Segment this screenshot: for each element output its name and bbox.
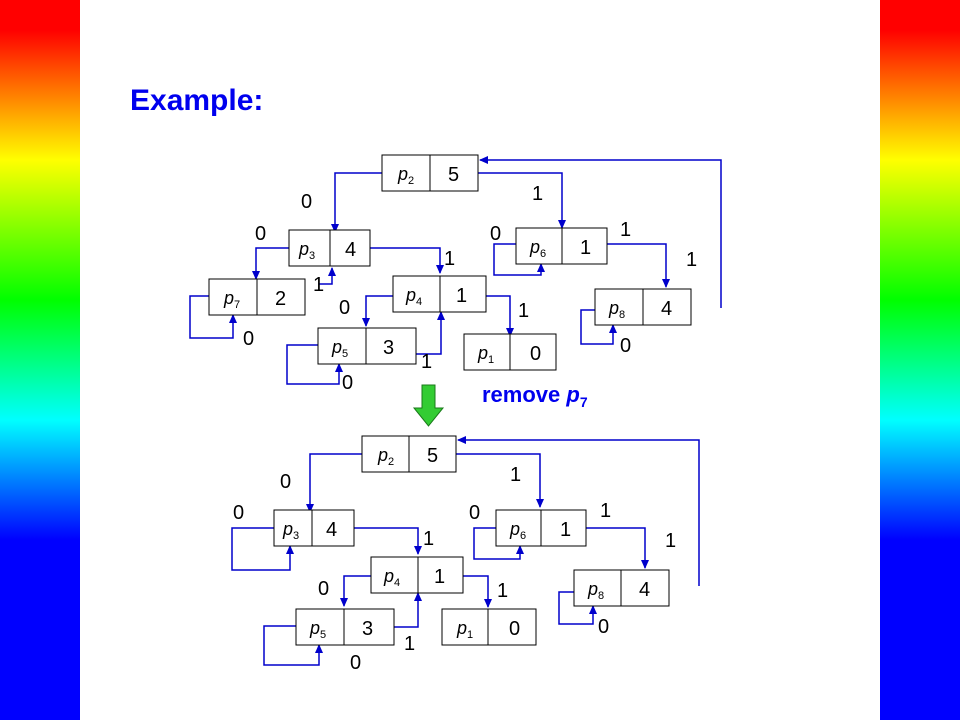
bottom-edge-label: 1 (423, 528, 434, 550)
top-node-p6-label: p6 (529, 237, 546, 260)
bottom-edge-label: 1 (510, 464, 521, 486)
top-node-p5 (317, 327, 417, 365)
top-node-p6-value: 1 (580, 237, 591, 259)
bottom-edge-label: 1 (497, 580, 508, 602)
edge-p6-self (473, 527, 524, 560)
edge-p7-p3 (319, 267, 336, 285)
edge-p3-p7 (252, 247, 289, 280)
edge-p2-p6 (456, 453, 544, 508)
edge-p3-p4 (354, 527, 422, 555)
bottom-edge-label: 0 (598, 616, 609, 638)
edge-p6-self (493, 243, 545, 276)
edge-p3-p4 (370, 247, 444, 274)
top-edge-label: 1 (518, 300, 529, 322)
top-edge-label: 0 (255, 223, 266, 245)
edge-p5-self (286, 344, 343, 385)
edge-p6-p8 (607, 243, 670, 288)
edge-p2-p3 (306, 453, 362, 513)
top-node-p4-label: p4 (405, 285, 422, 308)
edge-p5-p4 (394, 592, 422, 628)
top-node-p8-label: p8 (608, 298, 625, 321)
edge-p8-p2 (457, 436, 700, 586)
top-node-p7-value: 2 (275, 288, 286, 310)
top-node-p4-value: 1 (456, 285, 467, 307)
bottom-node-p4-label: p4 (383, 566, 400, 589)
bottom-node-p8-value: 4 (639, 579, 650, 601)
top-edge-label: 1 (620, 219, 631, 241)
bottom-edge-label: 1 (665, 530, 676, 552)
top-node-p2-label: p2 (397, 164, 414, 187)
top-tree (189, 154, 722, 385)
edge-p8-self (558, 591, 597, 625)
bottom-node-p5 (295, 608, 395, 646)
top-edge-label: 0 (490, 223, 501, 245)
bottom-tree (231, 435, 700, 666)
bottom-edge-label: 0 (233, 502, 244, 524)
caption-remove-p7: remove p7 (482, 382, 588, 410)
bottom-edge-label: 0 (318, 578, 329, 600)
top-edge-labels: 0 1 0 0 1 1 1 0 1 1 1 0 0 0 (243, 183, 697, 394)
slide-title: Example: (130, 84, 264, 117)
top-edge-label: 0 (620, 335, 631, 357)
edge-p7-self (189, 295, 237, 339)
bottom-node-p5-value: 3 (362, 618, 373, 640)
bottom-node-p3 (273, 509, 355, 547)
edge-p4-p1 (463, 575, 492, 608)
bottom-node-p2-label: p2 (377, 445, 394, 468)
edge-p6-p8 (586, 527, 649, 569)
right-color-bar (880, 0, 960, 720)
bottom-node-p3-label: p3 (282, 519, 299, 542)
top-node-p7-label: p7 (223, 288, 240, 311)
top-node-texts: p2 5 p3 4 p6 1 p7 2 p4 1 p8 4 p5 3 p1 0 (223, 164, 672, 366)
top-node-p5-value: 3 (383, 337, 394, 359)
edge-p4-p5 (362, 295, 393, 327)
top-edge-label: 1 (421, 351, 432, 373)
edge-p5-self (263, 625, 323, 666)
top-node-p5-label: p5 (331, 337, 348, 360)
top-node-p3-label: p3 (298, 239, 315, 262)
top-node-p3-value: 4 (345, 239, 356, 261)
edge-p8-self (580, 309, 617, 345)
bottom-node-p3-value: 4 (326, 519, 337, 541)
edge-p8-p2 (479, 156, 722, 308)
bottom-edge-labels: 0 1 0 0 1 1 1 0 1 1 1 0 1 0 (233, 464, 676, 674)
top-edge-label: 0 (339, 297, 350, 319)
top-edge-label: 1 (444, 248, 455, 270)
bottom-edge-label: 1 (404, 633, 415, 655)
bottom-edge-label: 1 (600, 500, 611, 522)
top-edge-label: 0 (301, 191, 312, 213)
bottom-node-p4-value: 1 (434, 566, 445, 588)
bottom-edge-label: 0 (469, 502, 480, 524)
edge-p4-p1 (486, 295, 514, 337)
edge-p5-p4 (416, 311, 445, 355)
top-edge-label: 0 (342, 372, 353, 394)
bottom-node-p4 (370, 556, 464, 594)
bottom-node-p1-label: p1 (456, 618, 473, 641)
top-edge-label: 1 (686, 249, 697, 271)
edge-p4-p5 (340, 575, 371, 607)
edge-p2-p3 (331, 172, 382, 233)
bottom-node-p8-label: p8 (587, 579, 604, 602)
bottom-node-p6-label: p6 (509, 519, 526, 542)
bottom-node-p1-value: 0 (509, 618, 520, 640)
left-color-bar (0, 0, 80, 720)
top-edge-label: 1 (313, 274, 324, 296)
top-edge-label: 1 (532, 183, 543, 205)
bottom-node-p2-value: 5 (427, 445, 438, 467)
top-node-p1-value: 0 (530, 343, 541, 365)
edge-p3-self (231, 527, 294, 571)
top-node-p1-label: p1 (477, 343, 494, 366)
edge-p2-p6 (478, 172, 566, 229)
bottom-edge-label: 0 (280, 471, 291, 493)
down-arrow (412, 384, 445, 427)
bottom-node-p5-label: p5 (309, 618, 326, 641)
bottom-node-p1 (441, 608, 537, 646)
top-node-p8-value: 4 (661, 298, 672, 320)
top-edge-label: 0 (243, 328, 254, 350)
bottom-node-texts: p2 5 p3 4 p6 1 p4 1 p8 4 p5 3 p1 0 (282, 445, 650, 641)
bottom-edge-label: 0 (350, 652, 361, 674)
bottom-node-p6-value: 1 (560, 519, 571, 541)
top-node-p2-value: 5 (448, 164, 459, 186)
